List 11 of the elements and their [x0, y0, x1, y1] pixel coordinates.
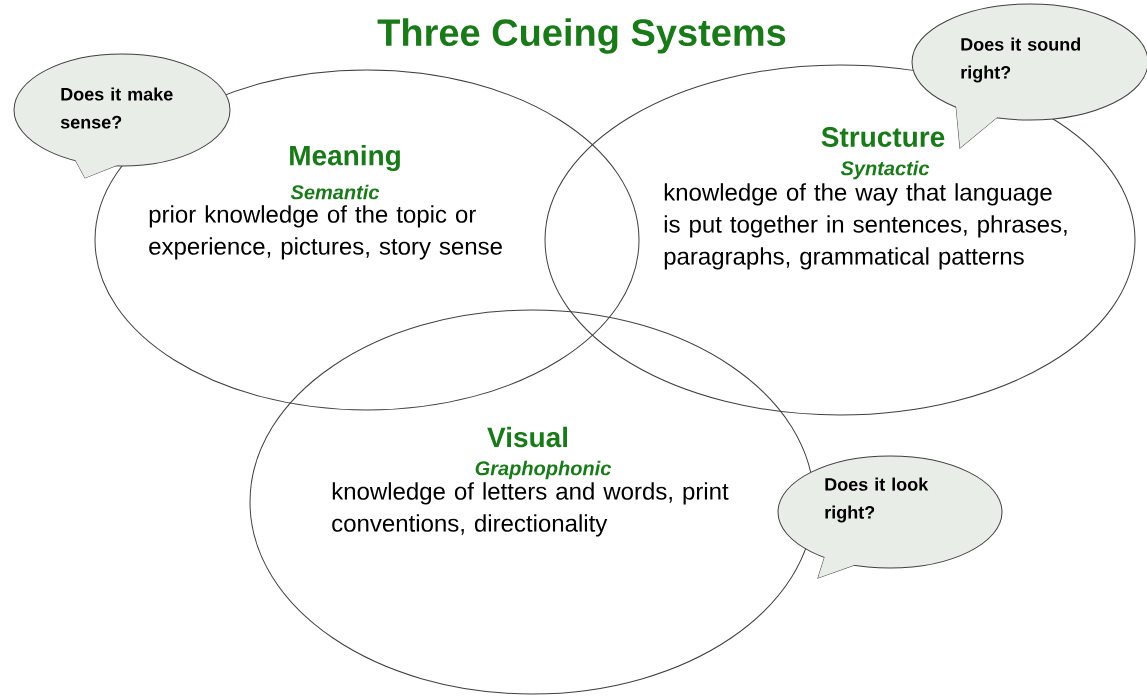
subheading: Graphophonic — [475, 460, 612, 480]
description: knowledge of the way that language is put together in sentences, phrases, paragraphs, grammatical patterns — [664, 183, 1067, 270]
subheading: Semantic — [290, 184, 380, 200]
speech-bubble: Does it make sense? — [13, 53, 231, 179]
heading: Visual — [487, 426, 567, 448]
description: knowledge of letters and words, print conventions, directionality — [332, 482, 729, 537]
heading: Meaning — [290, 144, 400, 172]
title: Three Cueing Systems — [377, 18, 786, 54]
subheading: Syntactic — [840, 160, 930, 180]
description: prior knowledge of the topic or experience, pictures, story sense — [149, 205, 502, 260]
speech-bubble: Does it look right? — [777, 455, 1003, 579]
